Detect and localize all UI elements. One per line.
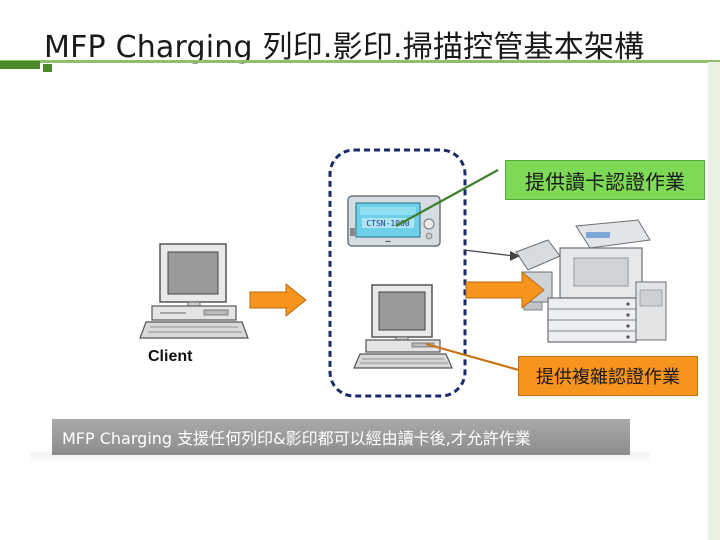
client-computer-icon — [139, 243, 249, 339]
svg-text:▪▪▪: ▪▪▪ — [385, 239, 391, 245]
server-computer-icon — [353, 284, 453, 369]
right-edge-band — [708, 62, 720, 540]
connector-arrowhead — [510, 251, 520, 261]
client-label: Client — [148, 348, 193, 365]
page-title: MFP Charging 列印.影印.掃描控管基本架構 — [44, 30, 645, 65]
card-reader-callout: 提供讀卡認證作業 — [505, 160, 705, 200]
device-lcd-text: CTSN-1000 — [366, 219, 410, 228]
arrow-server-to-mfp — [465, 270, 545, 310]
server-group-outline — [328, 148, 467, 398]
summary-banner: MFP Charging 支援任何列印&影印都可以經由讀卡後,才允許作業 — [52, 419, 630, 455]
card-reader-device-icon: CTSN-1000 ▪▪▪ — [347, 195, 441, 247]
auth-callout: 提供複雜認證作業 — [518, 356, 698, 396]
callout-line-auth — [425, 342, 527, 374]
banner-shadow — [30, 452, 650, 466]
title-accent-bar — [0, 61, 40, 69]
mfp-copier-icon — [515, 219, 667, 343]
title-underline — [0, 60, 720, 63]
title-accent-square — [43, 64, 52, 72]
connector-line-reader-to-mfp — [463, 249, 515, 257]
arrow-client-to-server — [249, 282, 307, 318]
callout-line-card-reader — [395, 169, 499, 227]
